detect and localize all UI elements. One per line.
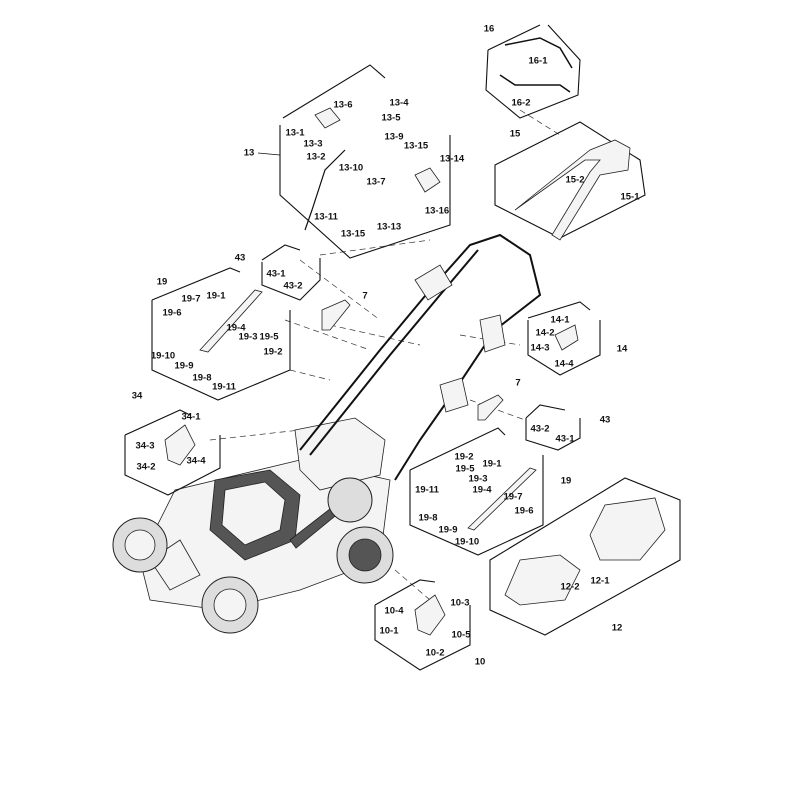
part-label: 16-1	[528, 56, 548, 67]
part-label: 19-2	[454, 452, 473, 463]
part-label: 19-8	[192, 373, 211, 384]
part-label: 19-10	[151, 351, 175, 362]
part-label: 34-1	[181, 412, 201, 423]
part-label: 14-1	[550, 315, 570, 326]
part-label: 10-2	[425, 648, 444, 659]
part-label: 13-5	[381, 113, 401, 124]
part-label: 13-6	[333, 100, 352, 111]
part-label: 19-11	[415, 485, 439, 496]
group-label-19: 19	[561, 476, 572, 487]
part-label: 43-2	[530, 424, 549, 435]
lawn-mower-assembly	[112, 233, 542, 634]
part-label: 19-8	[418, 513, 437, 524]
part-label: 13-3	[303, 139, 322, 150]
group-frames	[124, 24, 681, 671]
group-label-12: 12	[612, 623, 623, 634]
part-label: 13-16	[425, 206, 449, 217]
callout-labels: 16 16-1 16-2 15 15-2 15-1 13 13-1 13-6 1…	[132, 24, 641, 668]
part-label: 19-1	[206, 291, 226, 302]
part-label: 19-5	[455, 464, 475, 475]
group-label-10: 10	[475, 657, 486, 668]
part-label: 14-2	[535, 328, 554, 339]
part-label: 13-9	[384, 132, 403, 143]
part-label: 19-3	[238, 332, 257, 343]
group-label-19: 19	[157, 277, 168, 288]
group-label-14: 14	[617, 344, 628, 355]
part-label: 12-1	[590, 576, 610, 587]
part-label: 19-2	[263, 347, 282, 358]
part-label: 15-2	[565, 175, 584, 186]
part-label: 19-1	[482, 459, 502, 470]
part-label: 19-4	[226, 323, 246, 334]
group-label-43: 43	[600, 415, 611, 426]
part-label: 10-1	[379, 626, 399, 637]
part-label: 19-5	[259, 332, 279, 343]
part-label: 16-2	[511, 98, 530, 109]
part-label: 13-14	[440, 154, 465, 165]
part-label: 14-3	[530, 343, 549, 354]
part-label: 19-4	[472, 485, 492, 496]
part-label: 13-10	[339, 163, 363, 174]
part-label: 19-3	[468, 474, 487, 485]
part-label: 13-15	[404, 141, 429, 152]
group-label-16: 16	[484, 24, 495, 35]
part-label: 13-13	[377, 222, 401, 233]
part-label: 19-7	[503, 492, 522, 503]
part-label: 19-9	[438, 525, 457, 536]
group-label-43: 43	[235, 253, 246, 264]
part-label: 13-4	[389, 98, 409, 109]
group-label-15: 15	[510, 129, 521, 140]
part-label: 10-3	[450, 598, 469, 609]
part-label: 19-11	[212, 382, 236, 393]
part-label: 34-3	[135, 441, 154, 452]
part-label: 34-4	[186, 456, 206, 467]
group-label-34: 34	[132, 391, 143, 402]
group-label-7: 7	[362, 291, 367, 302]
group-label-7: 7	[515, 378, 520, 389]
group-label-13: 13	[244, 148, 255, 159]
part-label: 19-6	[162, 308, 181, 319]
part-label: 19-10	[455, 537, 479, 548]
part-label: 19-7	[181, 294, 200, 305]
part-label: 13-2	[306, 152, 325, 163]
part-label: 10-4	[384, 606, 404, 617]
part-label: 19-9	[174, 361, 193, 372]
part-label: 43-2	[283, 281, 302, 292]
assembly-dashed-lines	[209, 109, 561, 601]
part-label: 43-1	[555, 434, 575, 445]
part-label: 12-2	[560, 582, 579, 593]
part-label: 10-5	[451, 630, 471, 641]
part-label: 14-4	[554, 359, 574, 370]
part-label: 13-15	[341, 229, 366, 240]
part-label: 15-1	[620, 192, 640, 203]
part-label: 13-1	[285, 128, 305, 139]
loose-parts	[164, 37, 666, 636]
part-label: 13-7	[366, 177, 385, 188]
part-label: 34-2	[136, 462, 155, 473]
part-label: 13-11	[314, 212, 338, 223]
part-label: 19-6	[514, 506, 533, 517]
part-label: 43-1	[266, 269, 286, 280]
